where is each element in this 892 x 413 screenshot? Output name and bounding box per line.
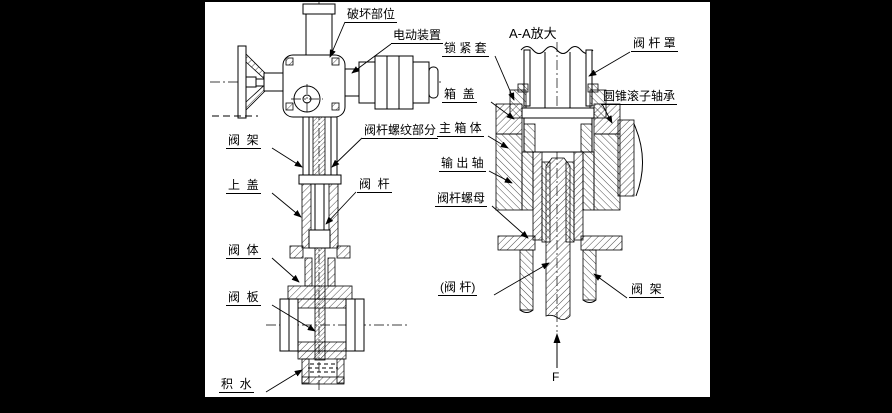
force-arrow xyxy=(553,333,561,368)
label-accumulated-water: 积 水 xyxy=(219,377,254,394)
label-stem-thread-part: 阀杆螺纹部分 xyxy=(362,123,439,140)
label-valve-stem: 阀 杆 xyxy=(357,177,392,194)
label-electric-actuator: 电动装置 xyxy=(391,28,444,45)
label-taper-roller-bearing: 圆锥滚子轴承 xyxy=(601,89,678,106)
paper-top-border xyxy=(205,0,710,2)
taper-roller-bearing xyxy=(617,119,644,197)
yoke-column xyxy=(302,116,338,176)
stem-cover-tube xyxy=(520,46,594,110)
left-view-valve-assembly xyxy=(210,2,442,393)
label-box-cover: 箱 盖 xyxy=(442,87,477,104)
label-valve-stem-paren: (阀 杆) xyxy=(438,280,478,297)
electric-motor xyxy=(344,55,439,110)
label-valve-body: 阀 体 xyxy=(226,243,261,260)
bonnet xyxy=(287,174,353,300)
label-main-box-body: 主 箱 体 xyxy=(437,121,484,138)
stem-threaded-section xyxy=(312,116,326,176)
right-view-leaders xyxy=(487,51,631,299)
label-valve-plate: 阀 板 xyxy=(226,290,261,307)
handwheel xyxy=(212,45,284,119)
label-force: F xyxy=(552,370,560,384)
stem-plain-section xyxy=(314,183,325,231)
stem-head-block xyxy=(308,229,331,249)
valve-body xyxy=(279,298,365,360)
label-damage-part: 破坏部位 xyxy=(345,7,398,24)
left-view-leaders xyxy=(265,21,392,393)
valve-stem-section xyxy=(545,157,571,320)
right-view-section-aa xyxy=(487,42,644,368)
label-valve-yoke: 阀 架 xyxy=(226,133,261,150)
label-stem-cover: 阀 杆 罩 xyxy=(631,36,678,53)
stem-protection-tube xyxy=(302,3,336,56)
label-stem-nut: 阀杆螺母 xyxy=(435,191,488,208)
sump xyxy=(301,358,345,385)
housing-cavity xyxy=(523,117,593,153)
label-output-shaft: 输 出 轴 xyxy=(439,156,486,173)
label-upper-cover: 上 盖 xyxy=(226,178,261,195)
label-lock-sleeve: 锁 紧 套 xyxy=(442,41,489,58)
actuator-gearbox xyxy=(282,54,346,118)
section-view-title: A-A放大 xyxy=(509,26,557,41)
label-valve-yoke-right: 阀 架 xyxy=(629,282,664,299)
yoke-walls xyxy=(519,249,597,313)
